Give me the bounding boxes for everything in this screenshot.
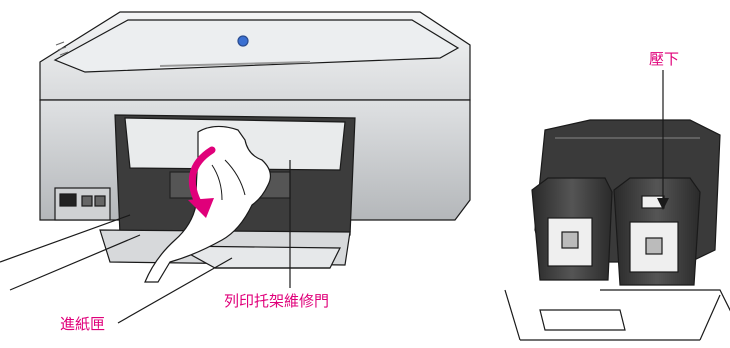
cartridge-closeup bbox=[504, 119, 730, 341]
press-down-arrow-icon bbox=[657, 198, 669, 210]
lid-vents bbox=[55, 41, 69, 56]
hp-logo-icon bbox=[237, 35, 249, 47]
tray-support-lines bbox=[0, 214, 141, 291]
lift-motion-arrowhead-icon bbox=[188, 198, 214, 218]
control-panel bbox=[54, 187, 111, 221]
hand-finger-lines bbox=[211, 159, 246, 201]
right-ink-cartridge bbox=[613, 177, 701, 286]
left-ink-cartridge bbox=[531, 177, 613, 281]
lid-slot bbox=[159, 61, 311, 67]
press-label: 壓下 bbox=[649, 50, 680, 68]
tray-leader-line bbox=[117, 257, 233, 324]
cartridge-door-label: 列印托架維修門 bbox=[224, 292, 330, 310]
scanner-lid-top bbox=[53, 19, 460, 73]
input-tray-label: 進紙匣 bbox=[60, 315, 106, 333]
carriage-base-outline bbox=[504, 289, 721, 341]
